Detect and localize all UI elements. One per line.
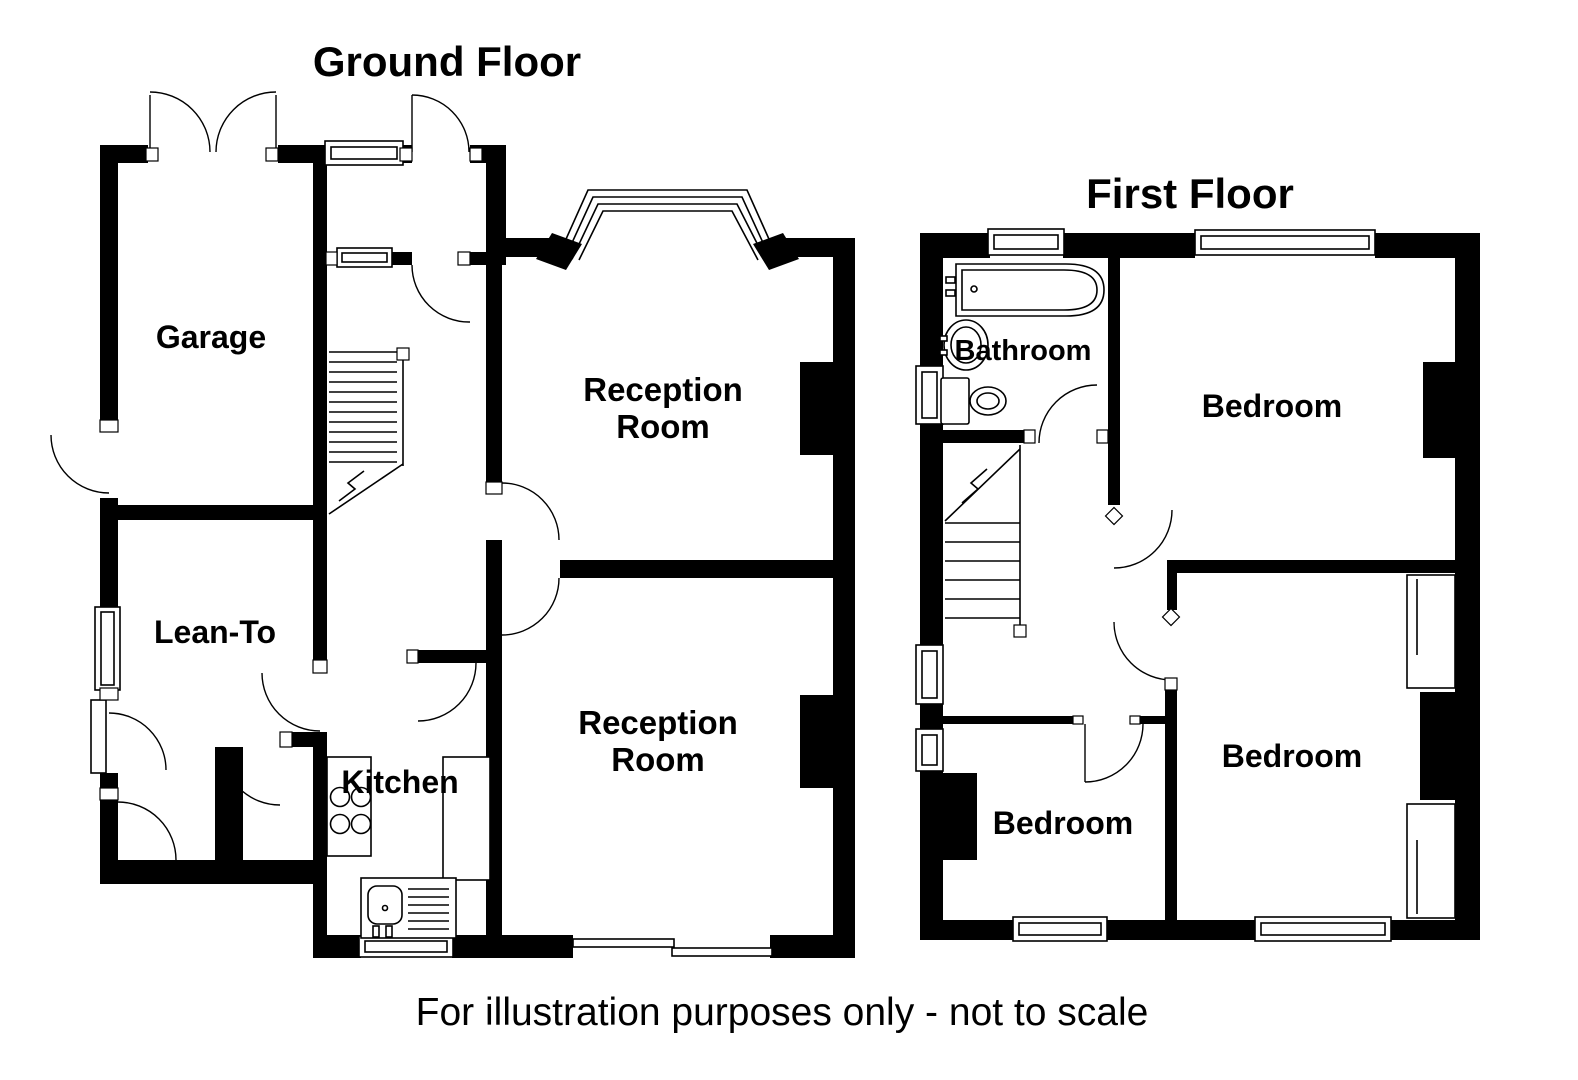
svg-text:Reception: Reception — [583, 371, 743, 408]
ground-floor-plan: Ground Floor Garage Lean-To Kitchen Rece… — [50, 38, 855, 958]
kitchen-label: Kitchen — [341, 764, 458, 800]
vestibule-door-arc — [411, 264, 471, 323]
kitchen-counter — [442, 756, 491, 881]
window — [358, 935, 454, 958]
window — [915, 644, 944, 705]
kitchen-sink-icon — [360, 877, 457, 939]
window — [1254, 916, 1392, 942]
first-floor-door-jambs — [1023, 429, 1181, 725]
first-floor-walls — [920, 233, 1480, 940]
bay-window — [557, 189, 778, 261]
ground-floor-title: Ground Floor — [313, 38, 581, 85]
garage-side-door — [50, 434, 110, 494]
front-door — [411, 94, 470, 153]
svg-text:Reception: Reception — [578, 704, 738, 741]
window — [1012, 916, 1108, 942]
reception-divider-door-arc — [501, 577, 560, 636]
ground-floor-walls — [100, 145, 855, 958]
svg-text:Room: Room — [616, 408, 710, 445]
garage-label: Garage — [156, 319, 266, 355]
leanto-external-door — [90, 699, 167, 774]
bedroom-back-left-label: Bedroom — [993, 805, 1133, 841]
svg-text:Room: Room — [611, 741, 705, 778]
hall-reception-door-arc — [501, 482, 560, 541]
first-floor-windows — [915, 228, 1392, 942]
window — [1194, 229, 1376, 256]
reception-room-2-label: Reception Room — [578, 704, 738, 778]
window — [572, 938, 773, 957]
toilet-icon — [940, 377, 1007, 425]
window — [915, 728, 944, 772]
window — [324, 140, 404, 166]
bedroom-back-right-label: Bedroom — [1222, 738, 1362, 774]
rear-door-arc — [117, 801, 177, 861]
hob-icon — [326, 756, 372, 857]
hall-kitchen-door-arc — [417, 662, 477, 722]
stairs-icon — [328, 347, 410, 515]
lean-to-label: Lean-To — [154, 614, 276, 650]
bedroom-right-door-arc — [1113, 621, 1173, 681]
bathroom-label: Bathroom — [955, 335, 1092, 367]
hall-leanto-door-arc — [261, 672, 321, 732]
ground-floor-windows — [94, 140, 773, 958]
ground-floor-doors — [50, 91, 560, 861]
bedroom-front-door-arc — [1113, 509, 1173, 569]
stairs-icon — [944, 445, 1027, 638]
first-floor-plan: First Floor Bathroom Bedroom Bedroom Bed… — [915, 170, 1480, 942]
bedroom-left-door — [1084, 723, 1144, 783]
ground-floor-door-jambs — [99, 147, 503, 801]
first-floor-title: First Floor — [1086, 170, 1294, 217]
bath-icon — [945, 263, 1105, 317]
garage-double-doors — [149, 91, 277, 153]
reception-room-1-label: Reception Room — [583, 371, 743, 445]
cupboard — [1406, 803, 1456, 919]
bedroom-front-label: Bedroom — [1202, 388, 1342, 424]
disclaimer-text: For illustration purposes only - not to … — [416, 991, 1149, 1034]
sink-icon — [939, 319, 989, 371]
cupboard — [1406, 574, 1456, 689]
first-floor-doors — [1038, 384, 1173, 783]
lobby-door-arc — [221, 746, 281, 806]
window — [94, 606, 121, 691]
window — [915, 365, 944, 425]
bathroom-door-arc — [1038, 384, 1098, 444]
window — [336, 247, 393, 268]
window — [987, 228, 1065, 256]
